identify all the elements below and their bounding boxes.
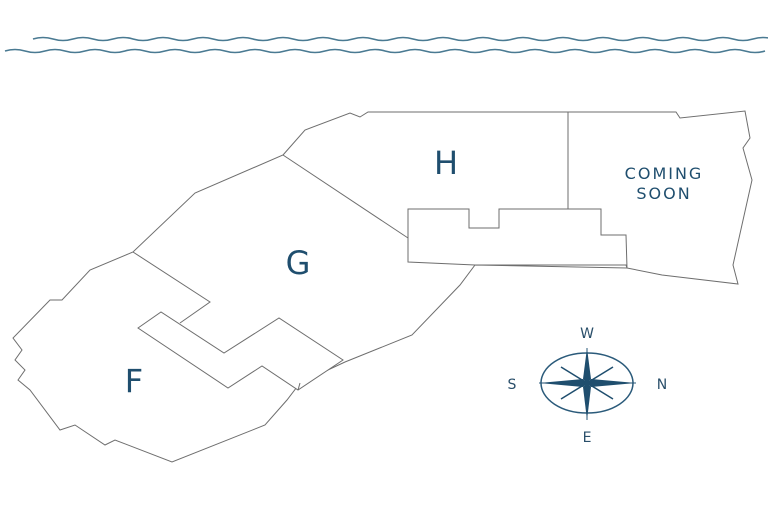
boundary-g-outer <box>297 382 301 391</box>
coming-soon-line2: SOON <box>636 184 691 203</box>
building-block[interactable] <box>407 208 628 269</box>
compass-label-bottom: E <box>583 430 592 446</box>
coming-soon-line1: COMING <box>625 164 704 183</box>
parcel-connector[interactable] <box>137 311 344 391</box>
wave-line <box>32 36 768 42</box>
compass-rose-icon <box>539 348 636 420</box>
compass-label-left: S <box>508 377 517 393</box>
section-label-f[interactable]: F <box>125 362 143 400</box>
section-label-g[interactable]: G <box>286 244 311 282</box>
boundary-g-f <box>132 251 211 324</box>
compass-label-right: N <box>657 377 667 393</box>
section-label-h[interactable]: H <box>434 144 458 182</box>
water-waves-icon <box>4 36 768 54</box>
wave-line <box>4 48 766 54</box>
boundary-h-g <box>282 154 409 239</box>
compass-label-top: W <box>580 326 594 342</box>
